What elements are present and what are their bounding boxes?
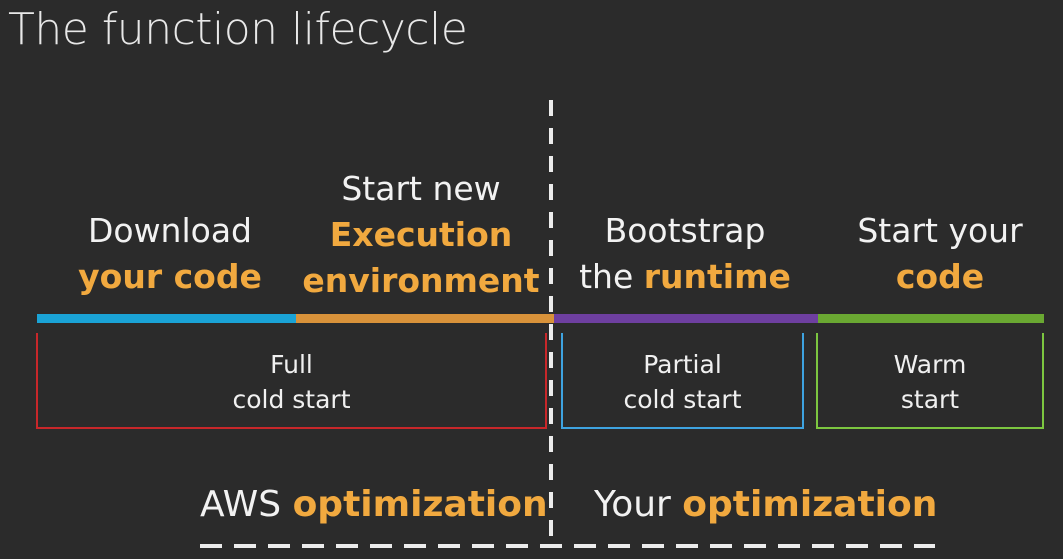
aws-optimization-label: AWS optimization xyxy=(200,484,548,525)
stage-download: Download your code xyxy=(50,208,290,300)
your-optimization-highlight: optimization xyxy=(682,484,938,525)
timeline-bar-execution xyxy=(296,314,554,323)
stage-execution-highlight: Execution xyxy=(329,215,513,254)
timeline-bar-start-code xyxy=(818,314,1044,323)
timeline-bar-download xyxy=(37,314,296,323)
your-optimization-plain: Your xyxy=(594,484,683,525)
your-optimization-label: Your optimization xyxy=(594,484,937,525)
stage-bootstrap-runtime: Bootstrap the runtime xyxy=(560,208,810,300)
partial-cold-start-line2: cold start xyxy=(623,385,742,414)
warm-start-line1: Warm xyxy=(893,350,967,379)
stage-start-code: Start your code xyxy=(820,208,1060,300)
bracket-partial-cold-start: Partial cold start xyxy=(561,333,804,429)
full-cold-start-line1: Full xyxy=(270,350,313,379)
stage-bootstrap-plain: the xyxy=(579,257,644,296)
aws-optimization-highlight: optimization xyxy=(292,484,548,525)
aws-optimization-plain: AWS xyxy=(200,484,293,525)
bracket-full-cold-start: Full cold start xyxy=(36,333,547,429)
stage-start-line1: Start your xyxy=(857,211,1023,250)
stage-execution-line3: environment xyxy=(302,261,540,300)
stage-bootstrap-line1: Bootstrap xyxy=(604,211,766,250)
stage-download-highlight: your code xyxy=(78,257,262,296)
full-cold-start-line2: cold start xyxy=(232,385,351,414)
stage-start-highlight: code xyxy=(895,257,985,296)
warm-start-line2: start xyxy=(900,385,960,414)
stage-execution-line1: Start new xyxy=(341,169,501,208)
page-title: The function lifecycle xyxy=(8,4,468,55)
bracket-warm-start: Warm start xyxy=(816,333,1044,429)
stage-bootstrap-highlight: runtime xyxy=(643,257,791,296)
partial-cold-start-line1: Partial xyxy=(643,350,722,379)
stage-execution-environment: Start new Execution environment xyxy=(296,166,546,304)
timeline-bar-bootstrap xyxy=(554,314,818,323)
stage-download-line1: Download xyxy=(87,211,253,250)
